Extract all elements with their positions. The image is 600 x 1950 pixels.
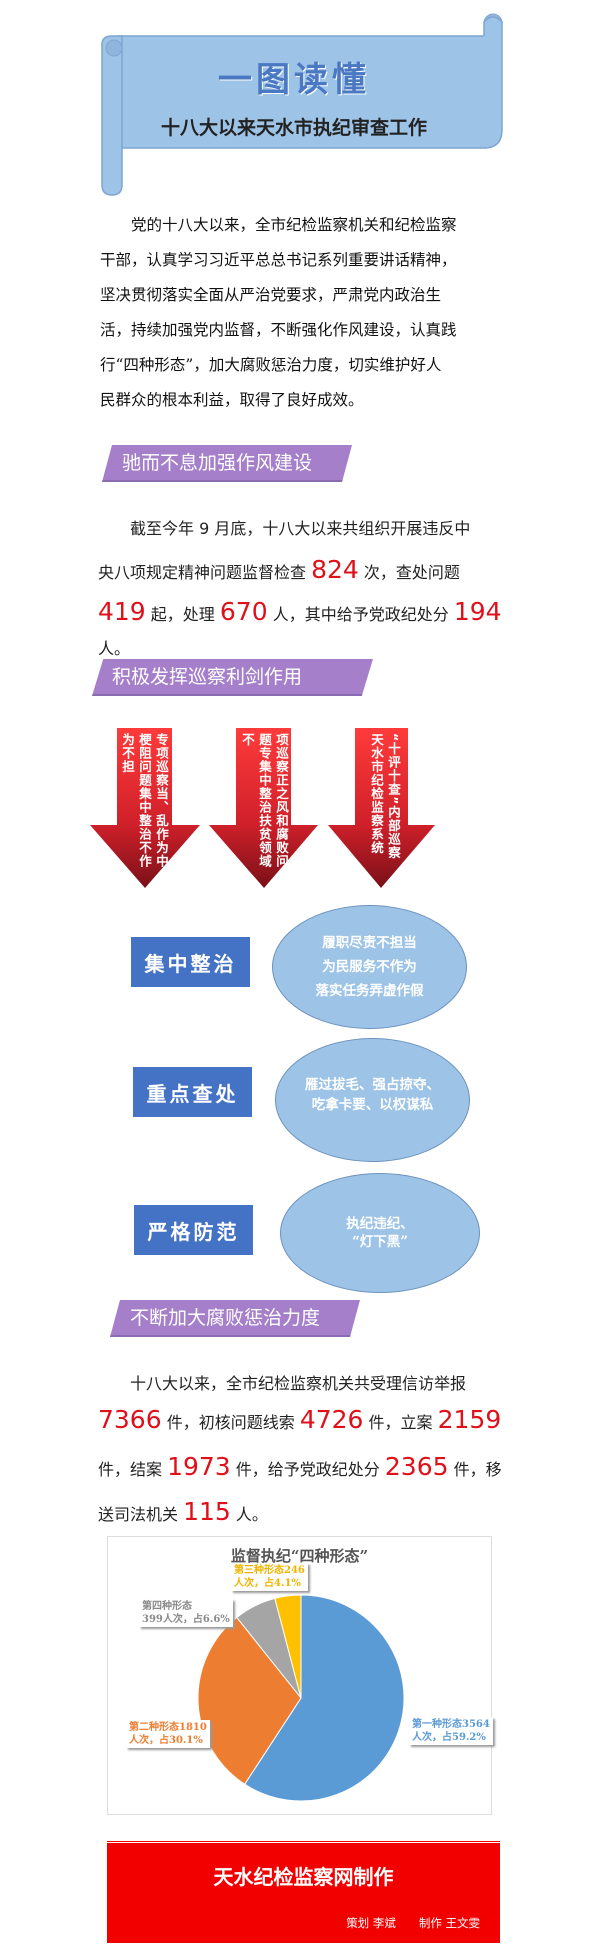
arrow-text-2: 项巡察正之风和腐败问题专集中整治扶贫领域不 (240, 733, 289, 868)
paragraph-text: 起，处理 (145, 605, 220, 624)
paragraph-text: 截至今年 9 月底，十八大以来共组织开展违反中 (98, 519, 471, 538)
paragraph-line: 十八大以来，全市纪检监察机关共受理信访举报 (98, 1370, 466, 1394)
focus-ellipse-concentrated: 履职尽责不担当 为民服务不作为 落实任务弄虚作假 (272, 905, 467, 1029)
focus-ellipse-investigate: 雁过拔毛、强占掠夺、 吃拿卡要、以权谋私 (275, 1038, 470, 1162)
highlight-number: 4726 (299, 1405, 364, 1434)
chart-title: 监督执纪“四种形态” (230, 1547, 369, 1565)
section1-paragraph: 截至今年 9 月底，十八大以来共组织开展违反中央八项规定精神问题监督检查 824… (98, 515, 518, 665)
paragraph-text: 人。 (230, 1505, 268, 1524)
ellipse-line: 雁过拔毛、强占掠夺、 (305, 1077, 440, 1093)
highlight-number: 115 (183, 1497, 231, 1526)
section-header-inspection: 积极发挥巡察利剑作用 (92, 659, 373, 696)
pie-label-second: 第二种形态1810 人次，占30.1% (126, 1720, 210, 1748)
ellipse-line: 执纪违纪、 (346, 1216, 414, 1232)
paragraph-line: 送司法机关 115 人。 (98, 1497, 268, 1526)
highlight-number: 2159 (437, 1405, 502, 1434)
paragraph-text: 次，查处问题 (358, 563, 460, 582)
pie-label-third: 第三种形态246 人次，占4.1% (231, 1563, 308, 1591)
paragraph-line: 截至今年 9 月底，十八大以来共组织开展违反中 (98, 515, 470, 539)
arrow-down-icon (328, 728, 435, 888)
highlight-number: 2365 (384, 1452, 449, 1481)
pie-slice (197, 1616, 302, 1785)
pie-label-text: 第一种形态3564 (412, 1719, 490, 1730)
banner-title: 一图读懂 (218, 60, 370, 100)
paragraph-text: 件，给予党政纪处分 (230, 1460, 385, 1479)
focus-label-concentrated: 集中整治 (131, 937, 250, 987)
paragraph-line: 央八项规定精神问题监督检查 824 次，查处问题 (98, 555, 460, 584)
pie-label-text: 人次，占4.1% (234, 1578, 301, 1589)
paragraph-line: 7366 件，初核问题线索 4726 件，立案 2159 (98, 1405, 501, 1434)
footer-title: 天水纪检监察网制作 (213, 1865, 394, 1889)
pie-chart-panel: 监督执纪“四种形态” 第一种形态3564 人次，占59.2% 第二种形态1810 人… (107, 1536, 493, 1815)
focus-label-investigate: 重点查处 (133, 1067, 252, 1117)
intro-paragraph: 党的十八大以来，全市纪检监察机关和纪检监察 干部，认真学习习近平总总书记系列重要… (100, 208, 510, 418)
section3-paragraph: 十八大以来，全市纪检监察机关共受理信访举报 7366 件，初核问题线索 4726 … (98, 1370, 518, 1530)
footer-banner: 天水纪检监察网制作 策划 李斌 制作 王文雯 (107, 1840, 500, 1943)
arrow-down-icon (209, 728, 318, 888)
paragraph-text: 送司法机关 (98, 1505, 184, 1524)
pie-slice (243, 1594, 405, 1802)
intro-line: 党的十八大以来，全市纪检监察机关和纪检监察 (100, 216, 457, 234)
ellipse-line: 为民服务不作为 (322, 959, 417, 975)
pie-label-text: 第三种形态246 (234, 1565, 305, 1576)
banner-subtitle: 十八大以来天水市执纪审查工作 (160, 117, 427, 139)
section-header-style: 驰而不息加强作风建设 (102, 445, 352, 482)
intro-line: 干部，认真学习习近平总总书记系列重要讲话精神， (100, 251, 457, 269)
intro-line: 行“四种形态”，加大腐败惩治力度，切实维护好人 (100, 356, 442, 374)
paragraph-text: 件，移 (448, 1460, 502, 1479)
paragraph-text: 件，结案 (98, 1460, 168, 1479)
highlight-number: 1973 (167, 1452, 231, 1481)
highlight-number: 824 (311, 555, 359, 584)
paragraph-text: 央八项规定精神问题监督检查 (98, 563, 312, 582)
pie-label-text: 人次，占59.2% (412, 1732, 486, 1743)
intro-line: 活，持续加强党内监督，不断强化作风建设，认真践 (100, 321, 457, 339)
pie-label-text: 第二种形态1810 (129, 1722, 207, 1733)
section-header-anticorruption: 不断加大腐败惩治力度 (110, 1300, 360, 1337)
arrow-text-1: 专项巡察当、乱作为中梗阻问题集中整治不作为不担 (120, 733, 169, 868)
paragraph-line: 件，结案 1973 件，给予党政纪处分 2365 件，移 (98, 1452, 502, 1481)
arrow-text-3: “十评十查”内部巡察天水市纪检监察系统 (369, 733, 401, 860)
paragraph-line: 419 起，处理 670 人，其中给予党政纪处分 194 (98, 597, 502, 626)
intro-line: 民群众的根本利益，取得了良好成效。 (100, 391, 364, 409)
highlight-number: 670 (219, 597, 268, 626)
pie-slice (274, 1594, 302, 1699)
pie-label-first: 第一种形态3564 人次，占59.2% (409, 1717, 493, 1745)
paragraph-text: 件，立案 (363, 1413, 438, 1432)
paragraph-text: 件，初核问题线索 (161, 1413, 300, 1432)
highlight-number: 194 (453, 597, 502, 626)
paragraph-text: 人，其中给予党政纪处分 (267, 605, 454, 624)
pie-label-text: 第四种形态 (142, 1601, 192, 1612)
focus-label-prevent: 严格防范 (134, 1205, 253, 1255)
pie-label-text: 399人次，占6.6% (142, 1614, 230, 1625)
paragraph-text: 十八大以来，全市纪检监察机关共受理信访举报 (98, 1374, 467, 1393)
highlight-number: 419 (98, 597, 146, 626)
ellipse-line: 履职尽责不担当 (322, 935, 417, 951)
title-scroll-banner (101, 13, 503, 196)
ellipse-line: 落实任务弄虚作假 (315, 983, 424, 999)
ellipse-line: 吃拿卡要、以权谋私 (311, 1097, 434, 1113)
pie-label-text: 人次，占30.1% (129, 1735, 203, 1746)
paragraph-text: 人。 (98, 639, 131, 658)
pie-label-fourth: 第四种形态 399人次，占6.6% (139, 1599, 233, 1627)
paragraph-line: 人。 (98, 635, 130, 659)
intro-line: 坚决贯彻落实全面从严治党要求，严肃党内政治生 (100, 286, 442, 304)
arrow-down-icon (90, 728, 200, 888)
ellipse-line: “灯下黑” (351, 1234, 409, 1250)
pie-chart (197, 1594, 405, 1802)
footer-credits: 策划 李斌 制作 王文雯 (346, 1916, 480, 1930)
highlight-number: 7366 (98, 1405, 162, 1434)
focus-ellipse-prevent: 执纪违纪、 “灯下黑” (280, 1173, 480, 1293)
arrows-graphic (90, 728, 435, 888)
